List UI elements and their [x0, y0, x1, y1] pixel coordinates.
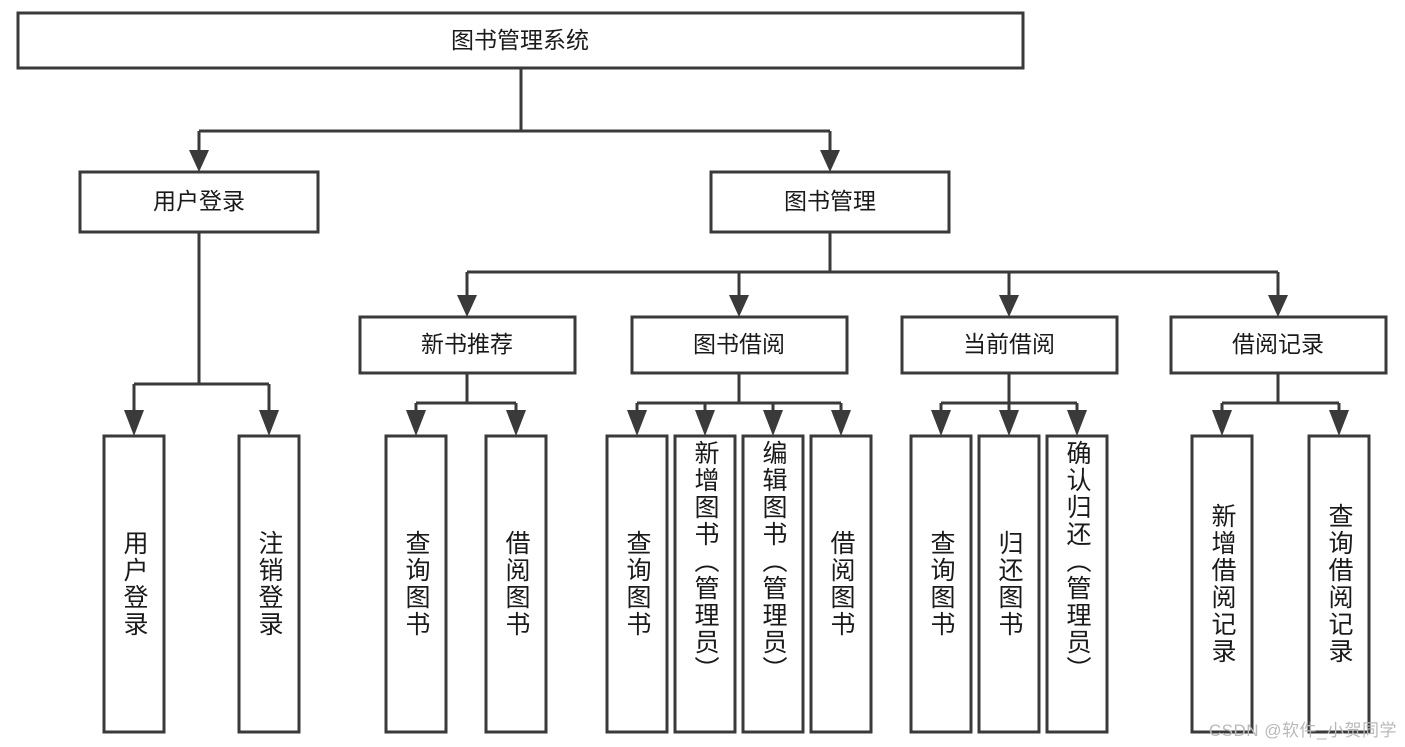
node-current-borrow[interactable]	[900, 315, 1119, 375]
node-borrow-record[interactable]	[1169, 315, 1388, 375]
arrow-head-user-login	[189, 150, 209, 172]
arrow-head-leaf-user-login	[124, 410, 144, 436]
arrow-head-leaf-add-book	[695, 410, 715, 436]
node-leaf-user-logout[interactable]	[237, 434, 301, 734]
node-leaf-query-book-3[interactable]	[909, 434, 973, 734]
node-borrow-record-label: 借阅记录	[1232, 331, 1324, 357]
node-book-manage[interactable]	[709, 170, 951, 234]
node-leaf-edit-book[interactable]	[741, 434, 805, 734]
node-leaf-confirm-return[interactable]	[1045, 434, 1109, 734]
arrow-head-book-manage	[820, 150, 840, 172]
node-leaf-borrow-book-2[interactable]	[809, 434, 873, 734]
node-leaf-add-book[interactable]	[673, 434, 737, 734]
node-group: 图书管理系统 用户登录 图书管理 新书推荐 图书借阅 当前借阅 借阅记录	[16, 11, 1388, 734]
arrow-head-leaf-user-logout	[259, 410, 279, 436]
node-root-label: 图书管理系统	[451, 27, 589, 53]
node-leaf-query-record[interactable]	[1307, 434, 1371, 734]
node-leaf-query-book-2[interactable]	[605, 434, 669, 734]
node-book-manage-label: 图书管理	[784, 188, 876, 214]
node-new-book-recommend[interactable]	[358, 315, 577, 375]
node-leaf-return-book[interactable]	[977, 434, 1041, 734]
arrow-head-leaf-borrow-book-2	[831, 410, 851, 436]
arrow-head-leaf-query-book-2	[627, 410, 647, 436]
arrow-head-borrow-record	[1268, 295, 1288, 317]
node-user-login-label: 用户登录	[153, 188, 245, 214]
node-book-borrow[interactable]	[630, 315, 849, 375]
arrow-head-leaf-query-book-3	[931, 410, 951, 436]
arrow-head-leaf-query-book-1	[406, 410, 426, 436]
node-current-borrow-label: 当前借阅	[963, 331, 1055, 357]
node-book-borrow-label: 图书借阅	[693, 331, 785, 357]
node-leaf-borrow-book-1[interactable]	[484, 434, 548, 734]
node-leaf-add-record[interactable]	[1190, 434, 1254, 734]
node-new-book-recommend-label: 新书推荐	[421, 331, 513, 357]
arrow-head-book-borrow	[729, 295, 749, 317]
arrow-head-leaf-return-book	[999, 410, 1019, 436]
node-leaf-query-book-1[interactable]	[384, 434, 448, 734]
node-leaf-user-login[interactable]	[102, 434, 166, 734]
arrow-head-new-book-recommend	[457, 295, 477, 317]
csdn-watermark: CSDN @软件_小贺同学	[1208, 721, 1397, 740]
arrow-head-leaf-add-record	[1212, 410, 1232, 436]
connector-group	[124, 68, 1349, 436]
arrow-head-leaf-query-record	[1329, 410, 1349, 436]
node-root[interactable]	[16, 11, 1025, 70]
node-user-login[interactable]	[78, 170, 320, 234]
arrow-head-leaf-confirm-return	[1067, 410, 1087, 436]
arrow-head-leaf-edit-book	[763, 410, 783, 436]
arrow-head-current-borrow	[999, 295, 1019, 317]
arrow-head-leaf-borrow-book-1	[506, 410, 526, 436]
